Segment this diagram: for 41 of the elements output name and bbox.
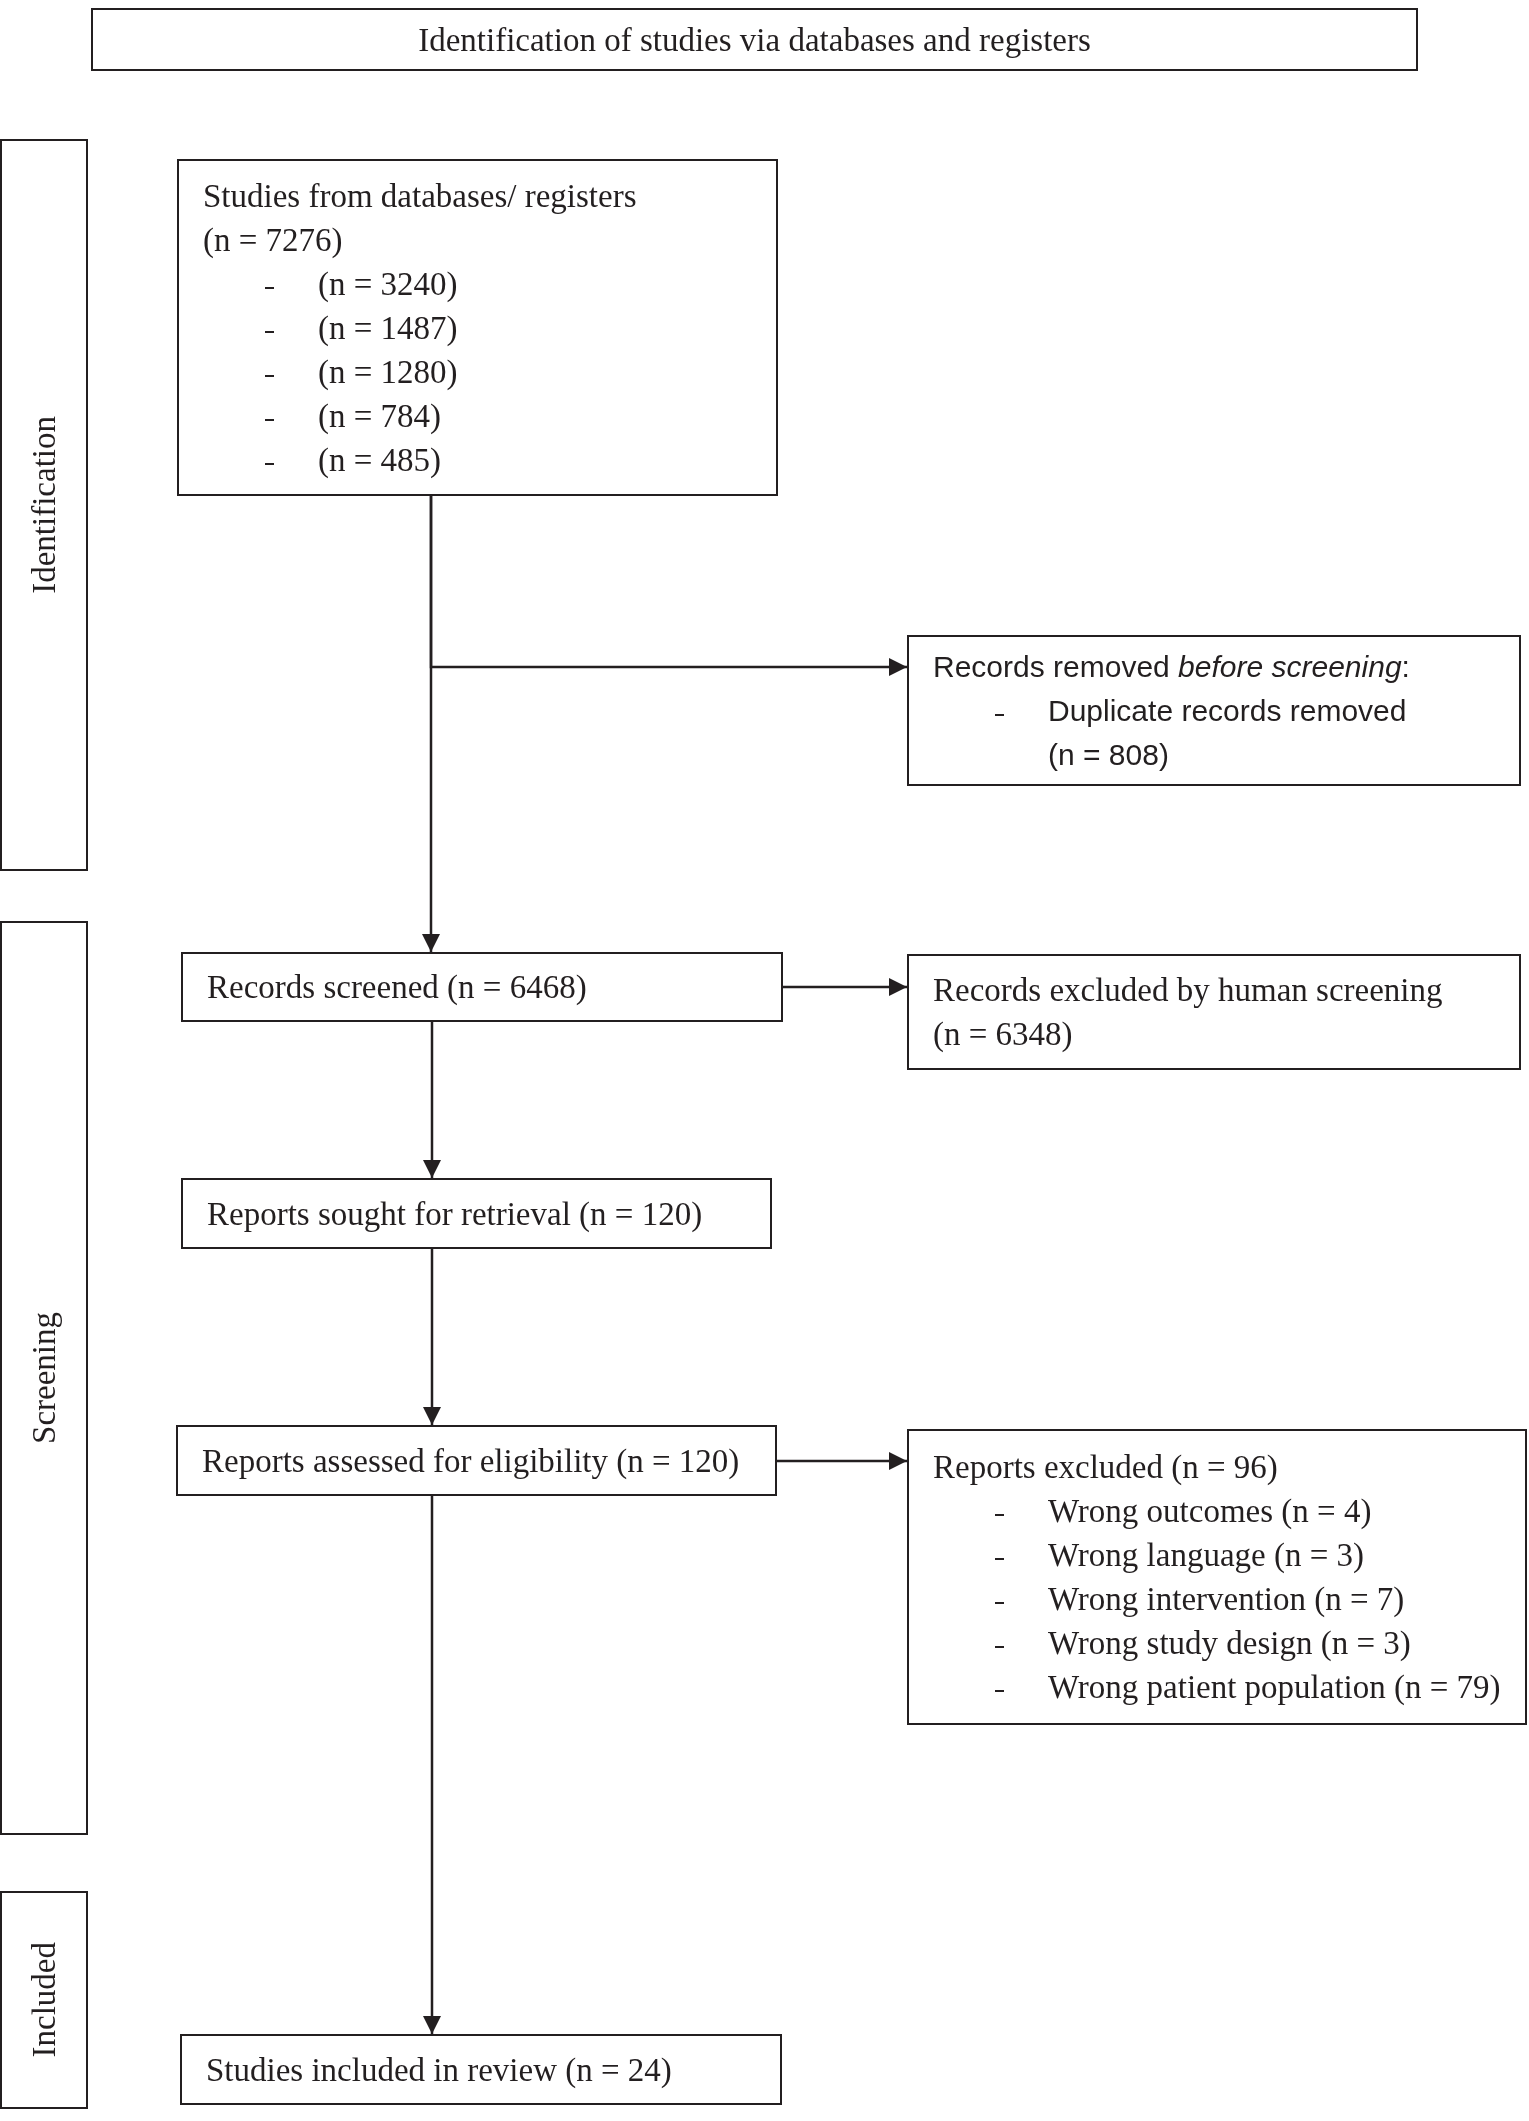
process-box (181, 952, 783, 1022)
list-item-text: Wrong intervention (n = 7) (1048, 1580, 1406, 1619)
box-text: Studies included in review (n = 24) (206, 2050, 673, 2090)
process-box (181, 1178, 772, 1249)
list-item-text: (n = 485) (318, 440, 443, 480)
list-item-text: (n = 784) (318, 396, 443, 436)
process-box (177, 159, 778, 496)
process-box (907, 1429, 1527, 1725)
stage-band (0, 139, 88, 871)
list-item-text: (n = 3240) (318, 264, 459, 304)
arrow (423, 1022, 441, 1178)
box-text: Records removed before screening: (933, 648, 1411, 685)
box-text: Records excluded by human screening (n = 6348) (933, 971, 1444, 1054)
stage-band (0, 921, 88, 1835)
list-item-text: (n = 1280) (318, 352, 459, 392)
list-item-text: Wrong outcomes (n = 4) (1048, 1492, 1373, 1531)
box-text: Reports excluded (n = 96) (933, 1448, 1279, 1487)
arrow (783, 978, 907, 996)
list-item-text: Wrong study design (n = 3) (1048, 1624, 1412, 1663)
header-text: Identification of studies via databases and registers (418, 20, 1091, 60)
box-text: Reports assessed for eligibility (n = 120) (202, 1441, 741, 1481)
stage-band (0, 1891, 88, 2109)
header-box (91, 8, 1418, 71)
process-box (176, 1425, 777, 1496)
process-box (907, 954, 1521, 1070)
process-box (180, 2034, 782, 2105)
arrow (777, 1452, 907, 1470)
process-box (907, 635, 1521, 786)
list-item-text: Duplicate records removed (n = 808) (1048, 692, 1408, 773)
arrow (423, 1249, 441, 1425)
stage-label: Identification (25, 416, 63, 594)
arrow (429, 496, 907, 676)
list-item-text: Wrong language (n = 3) (1048, 1536, 1365, 1575)
list-item-text: Wrong patient population (n = 79) (1048, 1668, 1502, 1707)
arrow (423, 1496, 441, 2034)
stage-label: Screening (25, 1312, 63, 1444)
box-text: Records screened (n = 6468) (207, 968, 588, 1007)
box-text: Studies from databases/ registers (n = 7276) (203, 176, 638, 260)
list-item-text: (n = 1487) (318, 308, 459, 348)
box-text: Reports sought for retrieval (n = 120) (207, 1194, 704, 1234)
stage-label: Included (25, 1942, 63, 2058)
